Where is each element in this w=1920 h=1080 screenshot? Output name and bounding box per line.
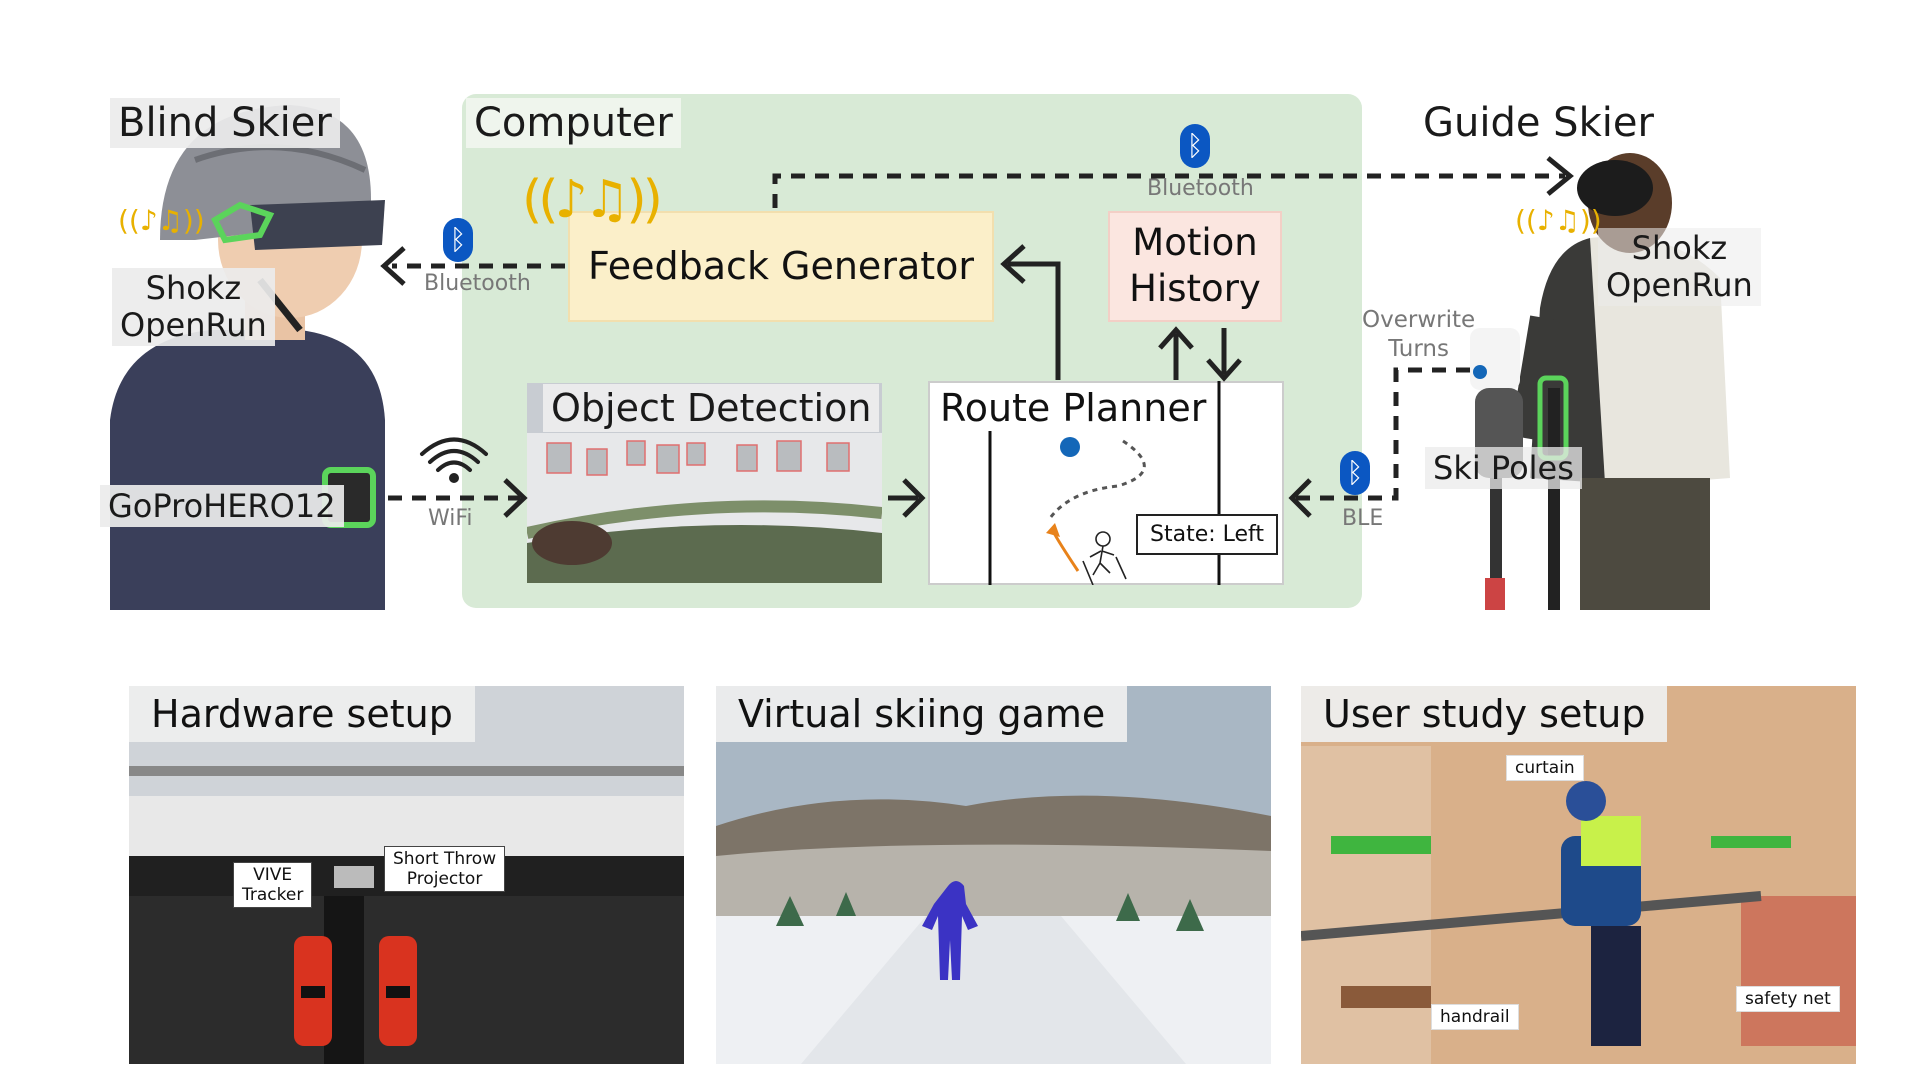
bluetooth-top-label: Bluetooth (1147, 176, 1254, 201)
hardware-setup-scene (129, 686, 684, 1064)
state-callout: State: Left (1136, 514, 1279, 555)
bluetooth-icon-ble: ᛒ (1340, 451, 1370, 495)
music-note-icon-large: ((♪♫)) (522, 170, 663, 230)
ski-poles-label: Ski Poles (1425, 447, 1582, 489)
curtain-tag: curtain (1506, 755, 1584, 781)
bluetooth-icon-left: ᛒ (443, 218, 473, 262)
projector-tag: Short Throw Projector (384, 846, 506, 892)
blind-skier-title: Blind Skier (110, 98, 340, 148)
virtual-skiing-photo: Virtual skiing game (716, 686, 1271, 1064)
user-study-title: User study setup (1301, 686, 1668, 742)
blind-skier-headphones-label: Shokz OpenRun (112, 268, 275, 346)
safety-net-tag: safety net (1736, 986, 1840, 1012)
object-detection-label: Object Detection (543, 384, 880, 432)
route-planner-drawing (988, 381, 1221, 585)
music-note-icon-guide: ((♪♫)) (1515, 204, 1602, 237)
motion-history-label: Motion History (1129, 221, 1261, 310)
bluetooth-icon-top: ᛒ (1180, 124, 1210, 168)
computer-title: Computer (466, 98, 681, 148)
feedback-generator-label: Feedback Generator (587, 244, 974, 288)
ble-label: BLE (1342, 506, 1384, 531)
user-study-photo: User study setup curtain handrail safety… (1301, 686, 1856, 1064)
hardware-setup-title: Hardware setup (129, 686, 475, 742)
wifi-label: WiFi (428, 506, 473, 531)
guide-skier-headphones-label: Shokz OpenRun (1598, 228, 1761, 306)
overwrite-turns-label: Overwrite Turns (1362, 307, 1476, 362)
camera-label: GoProHERO12 (100, 485, 344, 527)
route-target-dot (1060, 437, 1080, 457)
handrail-tag: handrail (1431, 1004, 1519, 1030)
hardware-setup-photo: Hardware setup VIVE Tracker Short Throw … (129, 686, 684, 1064)
wifi-icon (420, 437, 488, 483)
connector-arrows (380, 156, 1574, 518)
virtual-skiing-title: Virtual skiing game (716, 686, 1128, 742)
skier-avatar (922, 881, 978, 980)
motion-history-box (1108, 211, 1282, 322)
virtual-skiing-scene (716, 686, 1271, 1064)
bluetooth-left-label: Bluetooth (424, 271, 531, 296)
music-note-icon-blind: ((♪♫)) (118, 204, 205, 237)
guide-skier-title: Guide Skier (1423, 100, 1654, 146)
vive-tracker-tag: VIVE Tracker (233, 862, 313, 908)
route-planner-label: Route Planner (940, 386, 1207, 430)
feedback-generator-box (568, 211, 994, 322)
